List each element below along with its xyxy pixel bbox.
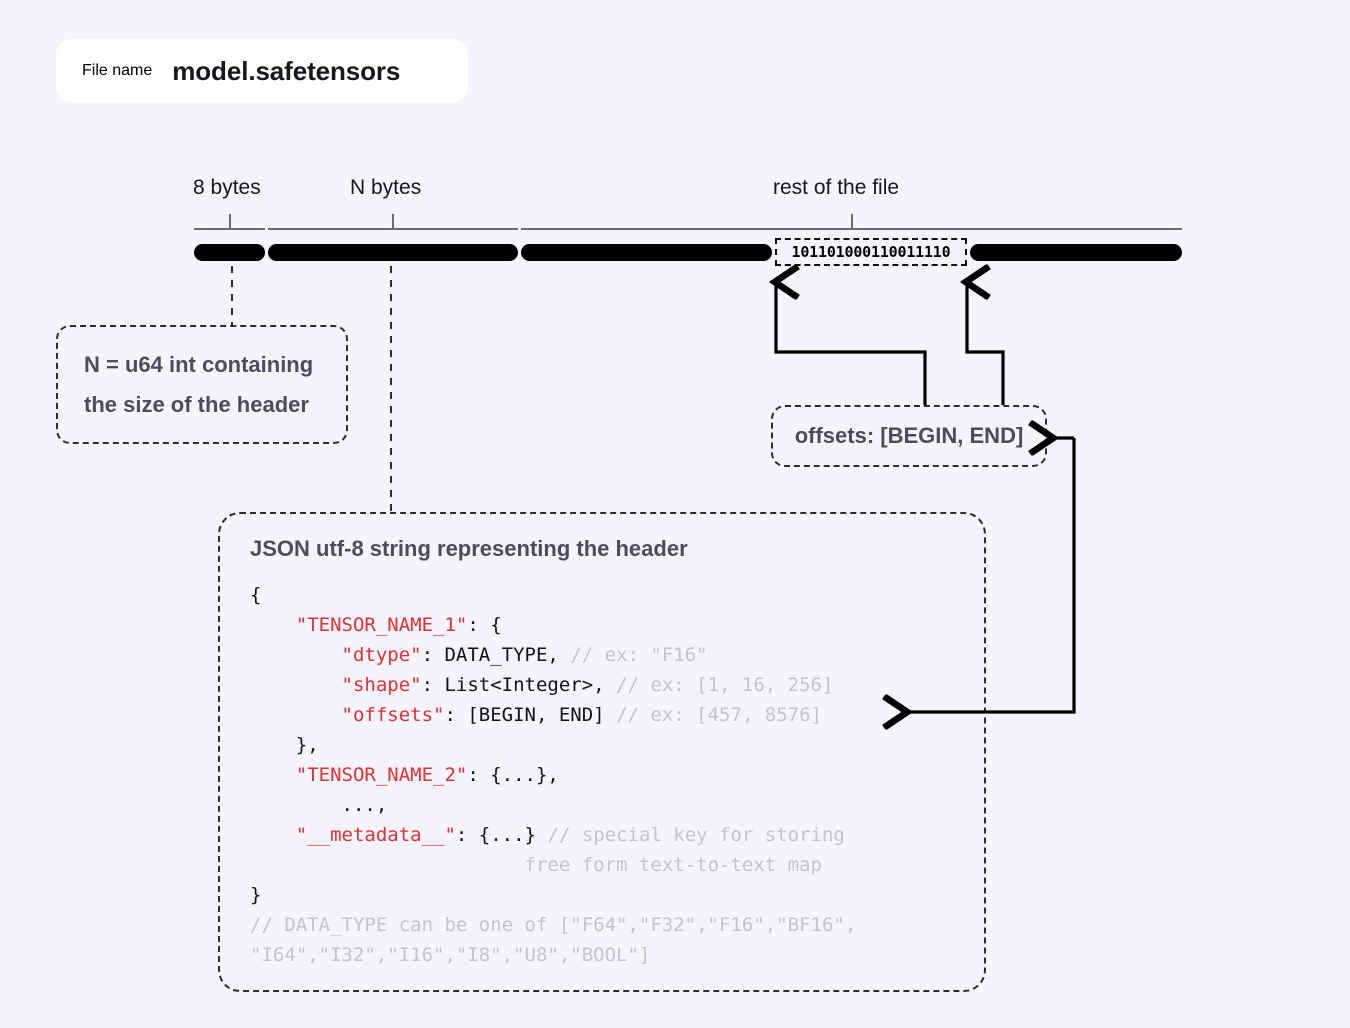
json-header-code: { "TENSOR_NAME_1": { "dtype": DATA_TYPE,… xyxy=(250,580,958,970)
json-code-token xyxy=(250,824,296,846)
json-code-token: : {...} xyxy=(455,824,548,846)
header-size-callout-line1: N = u64 int containing xyxy=(84,351,314,377)
json-code-token: "TENSOR_NAME_1" xyxy=(295,614,468,636)
json-code-token: "__metadata__" xyxy=(295,824,456,846)
json-code-token: // special key for storing xyxy=(547,824,845,846)
json-code-token: "TENSOR_NAME_2" xyxy=(295,764,468,786)
binary-chunk-bits: 101101000110011110 xyxy=(791,243,951,261)
json-code-token: // ex: [457, 8576] xyxy=(616,704,822,726)
json-code-token: }, xyxy=(250,734,319,756)
json-header-box: JSON utf-8 string representing the heade… xyxy=(218,512,986,992)
json-code-token xyxy=(250,644,342,666)
bar-segment-n-bytes xyxy=(268,244,518,261)
offsets-callout: offsets: [BEGIN, END] xyxy=(771,405,1047,467)
file-name-value: model.safetensors xyxy=(172,55,401,86)
json-code-token: // DATA_TYPE can be one of ["F64","F32",… xyxy=(250,914,857,936)
json-code-token: : [BEGIN, END] xyxy=(444,704,617,726)
arrow-offsets-end xyxy=(967,282,1005,405)
json-code-token: "I64","I32","I16","I8","U8","BOOL"] xyxy=(250,944,651,966)
json-code-token: : {...}, xyxy=(467,764,559,786)
ruler-label-8-bytes: 8 bytes xyxy=(193,176,261,199)
arrow-offsets-begin xyxy=(776,282,927,405)
ruler-label-n-bytes: N bytes xyxy=(350,176,422,199)
ruler-line-8-bytes xyxy=(194,228,265,230)
file-name-pill: File name model.safetensors xyxy=(56,39,468,103)
json-code-token: : List<Integer>, xyxy=(421,674,617,696)
json-header-title: JSON utf-8 string representing the heade… xyxy=(250,536,688,561)
bar-segment-data-left xyxy=(521,244,772,261)
binary-chunk: 101101000110011110 xyxy=(775,238,967,266)
json-code-token xyxy=(250,674,342,696)
json-code-token: free form text-to-text map xyxy=(524,854,822,876)
json-code-token: // ex: [1, 16, 256] xyxy=(616,674,834,696)
ruler-line-n-bytes xyxy=(268,228,518,230)
json-code-token: } xyxy=(250,884,262,906)
json-code-token xyxy=(250,764,296,786)
header-size-callout-line2: the size of the header xyxy=(84,391,309,417)
json-code-token xyxy=(250,704,342,726)
file-name-label: File name xyxy=(82,62,153,79)
json-code-token xyxy=(250,614,296,636)
json-code-token: ..., xyxy=(250,794,388,816)
json-code-token: : { xyxy=(467,614,502,636)
ruler-tick-rest-of-file xyxy=(851,214,853,229)
json-code-token: "shape" xyxy=(341,674,422,696)
ruler-tick-8-bytes xyxy=(229,214,231,229)
json-code-token: { xyxy=(250,584,262,606)
header-size-callout: N = u64 int containing the size of the h… xyxy=(56,325,348,444)
bar-segment-8-bytes xyxy=(194,244,265,261)
ruler-label-rest-of-file: rest of the file xyxy=(773,176,900,199)
bar-segment-data-right xyxy=(970,244,1182,261)
json-code-token xyxy=(250,854,525,876)
ruler-line-rest-of-file xyxy=(521,228,1182,230)
json-code-token: "dtype" xyxy=(341,644,422,666)
json-code-token: // ex: "F16" xyxy=(570,644,708,666)
offsets-callout-text: offsets: [BEGIN, END] xyxy=(794,423,1024,448)
json-code-token: "offsets" xyxy=(341,704,445,726)
json-code-token: : DATA_TYPE, xyxy=(421,644,571,666)
ruler-tick-n-bytes xyxy=(392,214,394,229)
